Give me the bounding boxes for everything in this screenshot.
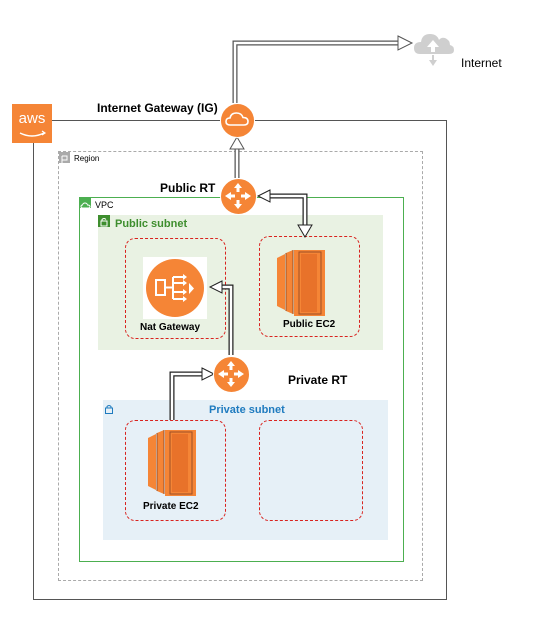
region-label: Region xyxy=(74,154,100,163)
privatert-to-nat-arrow xyxy=(220,284,234,355)
public-subnet-lock-icon xyxy=(98,215,110,227)
publicrt-to-ec2-arrow xyxy=(268,193,308,226)
public-subnet-label: Public subnet xyxy=(115,218,188,230)
private-router-icon xyxy=(213,356,250,393)
public-rt-label: Public RT xyxy=(160,181,216,195)
private-rt-label: Private RT xyxy=(288,373,348,387)
public-ec2-box xyxy=(259,236,360,337)
internet-label: Internet xyxy=(461,56,502,70)
public-ec2-label: Public EC2 xyxy=(283,319,336,330)
region-flag-icon xyxy=(59,152,70,163)
internet-cloud-icon xyxy=(410,24,456,70)
public-ec2-icon xyxy=(277,250,325,316)
igw-to-internet-arrow xyxy=(232,40,400,103)
vpc-label: VPC xyxy=(95,200,114,210)
aws-logo-text: aws xyxy=(18,110,46,127)
vpc-cloud-icon xyxy=(80,198,91,209)
internet-gateway-icon xyxy=(220,103,255,138)
private-subnet-lock-icon xyxy=(103,402,115,414)
empty-private-box xyxy=(259,420,363,521)
public-router-icon xyxy=(220,178,257,215)
igw-label: Internet Gateway (IG) xyxy=(97,101,218,115)
private-subnet-label: Private subnet xyxy=(209,404,285,416)
nat-gateway-icon xyxy=(143,257,207,319)
private-ec2-box xyxy=(125,420,226,521)
private-ec2-icon xyxy=(148,430,196,496)
private-ec2-label: Private EC2 xyxy=(143,501,199,512)
nat-gateway-label: Nat Gateway xyxy=(140,322,201,333)
privateec2-to-privatert-arrow xyxy=(169,371,203,420)
aws-logo-icon: aws xyxy=(12,104,52,143)
region-boundary xyxy=(58,151,423,581)
